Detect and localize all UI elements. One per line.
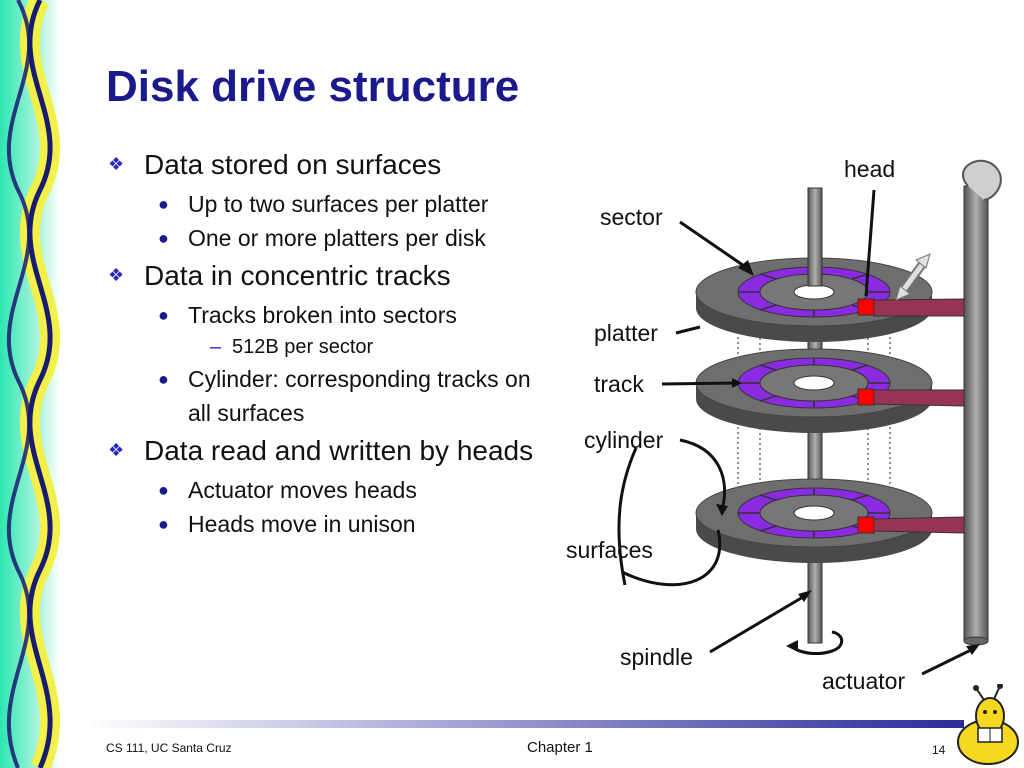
dash-bullet-icon: – (210, 336, 222, 358)
sub-bullet-item: ●One or more platters per disk (106, 221, 536, 255)
head-icon (857, 298, 875, 316)
head-icon (857, 388, 875, 406)
sub-bullet-item: ●Up to two surfaces per platter (106, 187, 536, 221)
label-pointers (617, 189, 976, 676)
label-platter: platter (594, 320, 658, 346)
bullet-list: ❖Data stored on surfaces ●Up to two surf… (106, 144, 536, 541)
sub-bullet-item: ●Actuator moves heads (106, 473, 536, 507)
label-cylinder: cylinder (584, 427, 664, 453)
dot-bullet-icon: ● (158, 480, 169, 500)
dot-bullet-icon: ● (158, 369, 169, 389)
footer-course: CS 111, UC Santa Cruz (106, 741, 232, 755)
sub-bullet-item: ●Heads move in unison (106, 507, 536, 541)
label-head: head (844, 156, 895, 182)
label-sector: sector (600, 204, 663, 230)
bullet-item: ❖Data stored on surfaces (106, 144, 536, 185)
disk-drive-diagram: head sector platter track cylinder surfa… (566, 156, 1002, 694)
page-number: 14 (932, 743, 946, 757)
footer-chapter: Chapter 1 (527, 739, 593, 756)
head-icon (857, 516, 875, 534)
diamond-bullet-icon: ❖ (108, 440, 125, 460)
slug-mascot-logo (957, 684, 1019, 765)
bullet-item: ❖Data in concentric tracks (106, 255, 536, 296)
diamond-bullet-icon: ❖ (108, 154, 125, 174)
decorative-wave-band (0, 0, 60, 768)
label-surfaces: surfaces (566, 537, 653, 563)
actuator-pole (963, 185, 989, 642)
dot-bullet-icon: ● (158, 305, 169, 325)
footer-gradient-bar (84, 720, 964, 728)
spindle-rotate-arrow-icon (790, 630, 844, 655)
sub-bullet-item: ●Cylinder: corresponding tracks on all s… (106, 362, 536, 430)
sub-bullet-item: ●Tracks broken into sectors (106, 298, 536, 332)
diamond-bullet-icon: ❖ (108, 265, 125, 285)
slide-title: Disk drive structure (106, 62, 520, 111)
dot-bullet-icon: ● (158, 514, 169, 534)
sub-sub-bullet-item: –512B per sector (106, 332, 536, 362)
pointer-arrowheads (716, 260, 980, 655)
dot-bullet-icon: ● (158, 228, 169, 248)
label-actuator: actuator (822, 668, 905, 694)
label-track: track (594, 371, 644, 397)
head-move-arrow-icon (895, 253, 931, 301)
actuator-rotate-arrow-icon (961, 159, 1002, 201)
dot-bullet-icon: ● (158, 194, 169, 214)
label-spindle: spindle (620, 644, 693, 670)
bullet-item: ❖Data read and written by heads (106, 430, 536, 471)
